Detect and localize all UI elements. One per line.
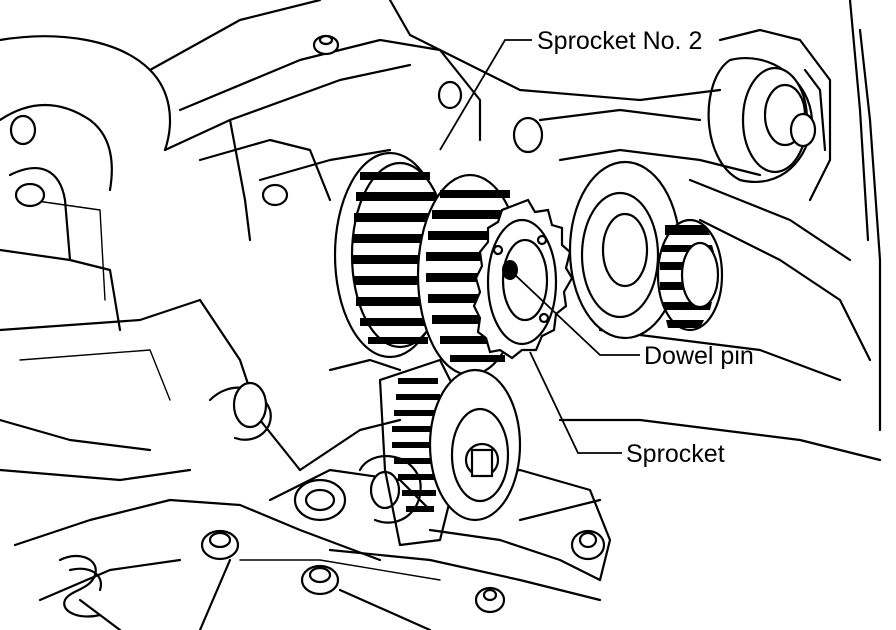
crank-sprocket-gear [416,173,574,377]
leader-sprocket-no2 [439,39,532,151]
leader-dowel-pin [511,271,640,356]
crank-sprocket-right [656,218,724,332]
label-sprocket-no2: Sprocket No. 2 [537,27,702,55]
label-dowel-pin: Dowel pin [644,342,754,370]
idler-pulley [568,160,682,340]
label-sprocket: Sprocket [626,440,725,468]
leader-sprocket [529,351,622,454]
belt-idler [378,358,522,547]
leader-lines [439,39,640,454]
